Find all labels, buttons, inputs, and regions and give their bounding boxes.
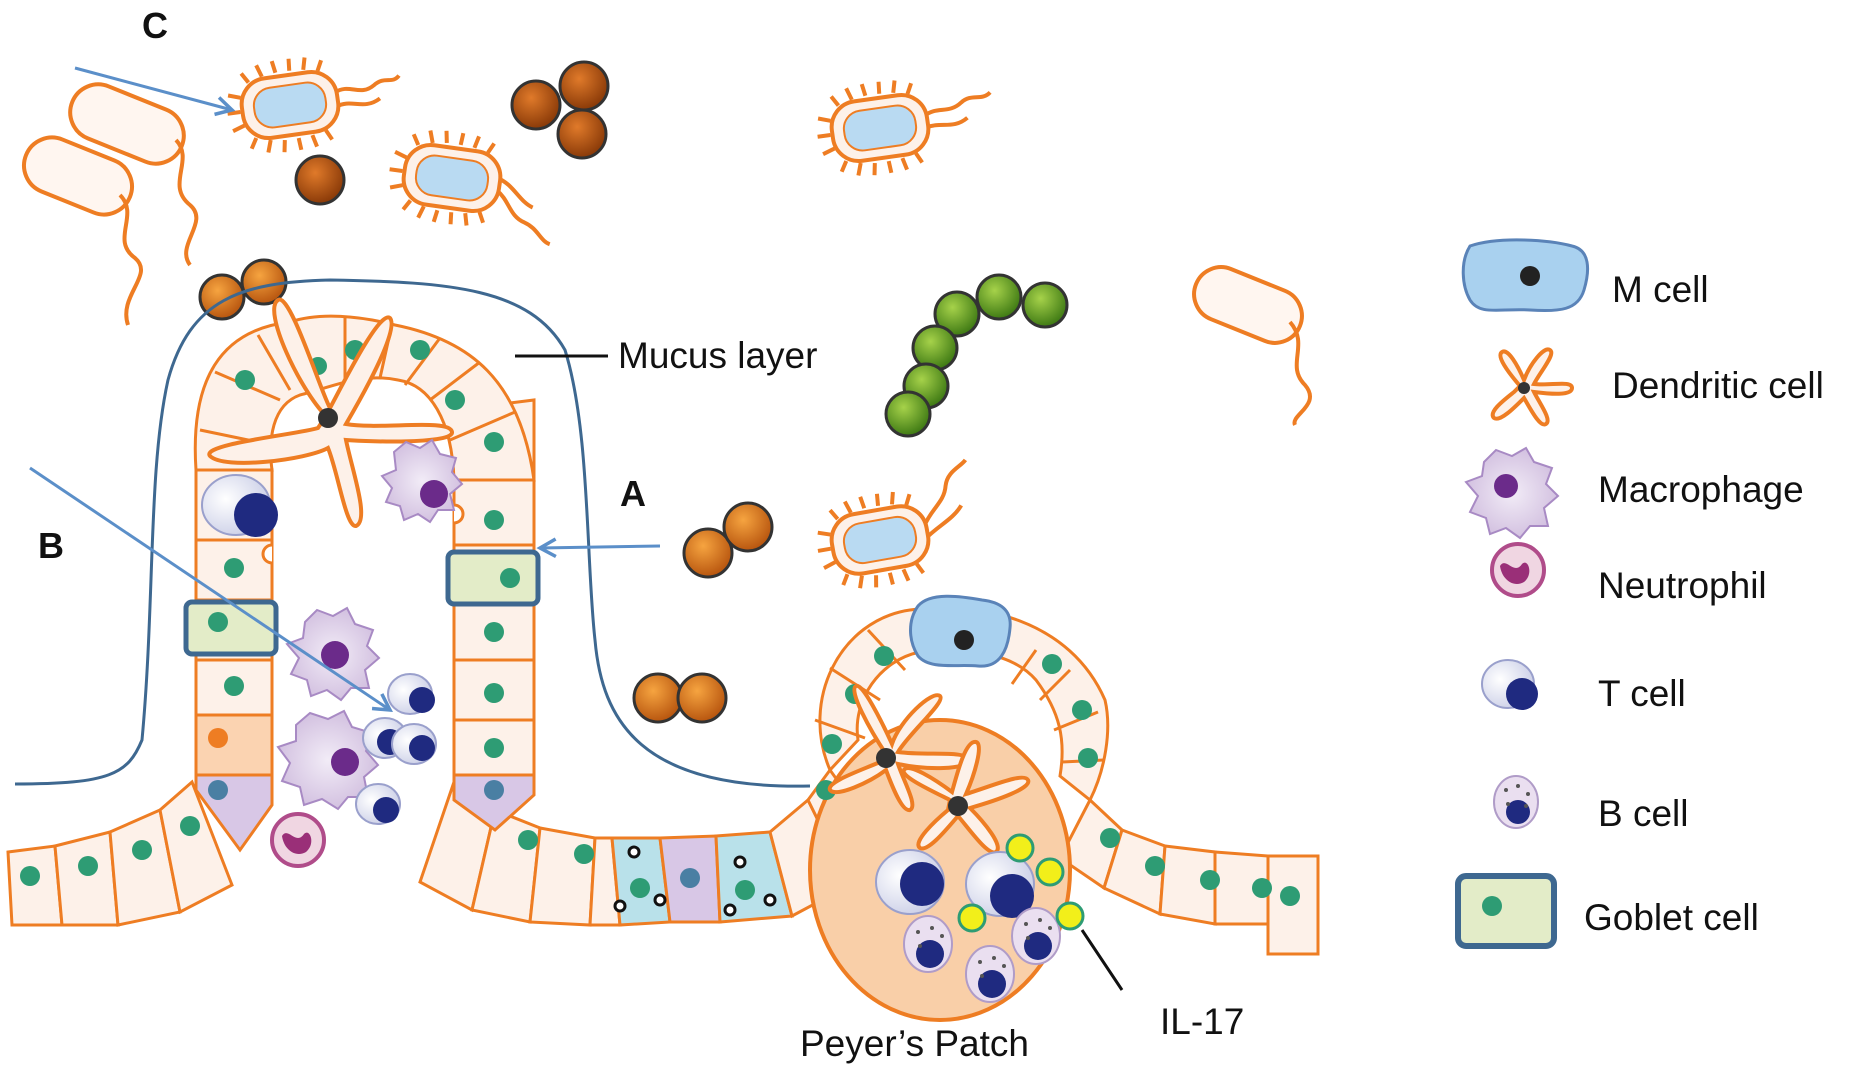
label-a: A [620,473,646,514]
t-cell [387,673,435,715]
paneth-nucleus [208,728,228,748]
il17-molecules [957,833,1085,933]
coccus [510,79,562,131]
rod-bacterium-2 [22,135,143,326]
legend-label: B cell [1598,793,1688,834]
peyers-patch-label: Peyer’s Patch [800,1023,1029,1064]
rod-bacterium-3 [1192,265,1312,426]
arrow-b [29,466,390,710]
goblet-cell [445,549,541,607]
legend-label: Macrophage [1598,469,1804,510]
dendritic-cell [901,740,1031,855]
goblet-cell-icon [1455,873,1557,949]
streptococcus [933,290,981,338]
arrow-a [540,546,661,548]
goblet-cell [183,599,279,657]
b-cell [1011,907,1061,965]
legend-item-neutrophil: Neutrophil [1490,542,1767,606]
diplococcus [722,501,774,553]
rod-bacterium-1 [68,82,199,267]
t-cell-icon [1481,659,1538,710]
mucus-layer-label: Mucus layer [618,335,817,376]
t-cell [391,723,437,765]
bacteria-group [22,57,1312,724]
m-cell-icon [1461,238,1590,313]
legend-item-goblet-cell: Goblet cell [1455,873,1759,949]
label-b: B [38,525,64,566]
legend-item-m-cell: M cell [1461,238,1709,313]
macrophage [276,709,380,811]
legend-label: T cell [1598,673,1686,714]
diplococcus [632,672,684,724]
coccus [294,154,346,206]
lamina-propria-cells [270,606,437,868]
mucus-layer-line [14,278,811,788]
arrow-c [74,66,232,110]
ciliated-bacterium-1 [227,57,401,153]
il17-leader-line [1080,929,1124,991]
t-cell [875,849,945,915]
legend: M cell Dendritic cell Macrophage Neutrop… [1455,238,1824,949]
dendritic-cell [207,297,454,528]
macrophage-icon [1464,446,1560,540]
legend-item-b-cell: B cell [1493,775,1688,834]
legend-label: Neutrophil [1598,565,1767,606]
streptococcus [975,273,1023,321]
b-cell [903,915,953,973]
ciliated-bacterium-4 [817,458,968,589]
b-cell-icon [1493,775,1539,829]
legend-label: Goblet cell [1584,897,1759,938]
diplococcus [676,672,728,724]
peyers-patch [808,594,1110,1022]
diplococcus [240,258,288,306]
il17-label: IL-17 [1160,1001,1244,1042]
t-cell [201,474,278,537]
coccus [558,60,610,112]
streptococcus [1021,281,1069,329]
legend-item-macrophage: Macrophage [1464,446,1804,540]
b-cell [965,945,1015,1003]
neutrophil [270,812,326,868]
coccus [556,108,608,160]
dendritic-cell-icon [1490,347,1575,427]
diplococcus [682,527,734,579]
t-cell [965,851,1035,918]
macrophage [285,606,381,702]
m-cell [909,594,1012,668]
neutrophil-icon [1490,542,1546,598]
ciliated-bacterium-3 [817,80,992,176]
macrophage [380,438,464,524]
t-cell [355,783,401,825]
ciliated-bacterium-2 [389,130,551,247]
villus-epithelium [6,297,1320,956]
legend-item-t-cell: T cell [1481,659,1686,714]
legend-item-dendritic-cell: Dendritic cell [1490,347,1824,427]
streptococcus [884,390,932,438]
label-c: C [142,5,168,46]
legend-label: M cell [1612,269,1709,310]
legend-label: Dendritic cell [1612,365,1824,406]
